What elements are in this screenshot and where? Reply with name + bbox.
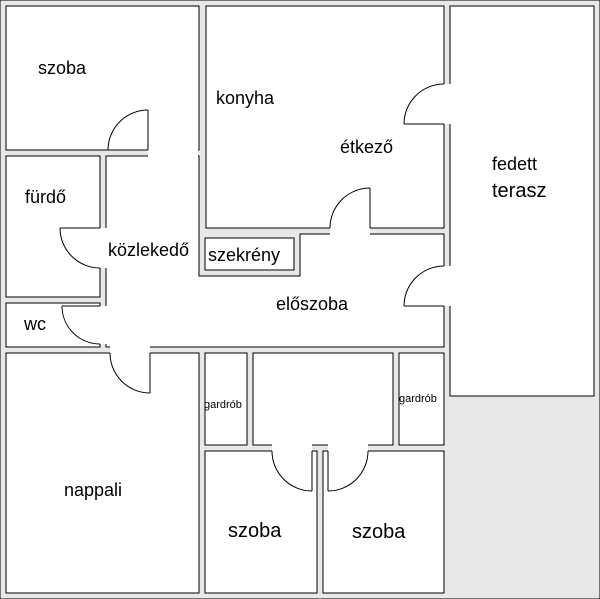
opening-szoba-right bbox=[328, 444, 368, 452]
door-openings bbox=[99, 84, 451, 452]
opening-wc bbox=[99, 306, 107, 344]
label-furdo: fürdő bbox=[25, 187, 66, 207]
room-szoba-bottom-right bbox=[322, 450, 445, 594]
room-nappali bbox=[5, 352, 200, 594]
door-szoba-bottom-right bbox=[327, 450, 369, 492]
room-szoba-bottom-mid bbox=[204, 450, 318, 594]
room-gardrob-right bbox=[398, 352, 445, 446]
room-gardrob-left bbox=[204, 352, 248, 446]
label-terasz: terasz bbox=[492, 180, 546, 202]
label-kozlekedo: közlekedő bbox=[108, 240, 189, 260]
label-fedett: fedett bbox=[492, 154, 537, 174]
door-szoba-bottom-mid bbox=[271, 450, 313, 492]
opening-eloszoba-terasz bbox=[443, 266, 451, 306]
label-gardrob-right: gardrób bbox=[399, 393, 437, 405]
label-szoba-bottom-mid: szoba bbox=[228, 520, 282, 542]
label-szoba-bottom-right: szoba bbox=[352, 521, 406, 543]
room-szekreny bbox=[204, 237, 295, 271]
room-labels: szoba konyha étkező fedett terasz fürdő … bbox=[23, 58, 546, 543]
label-etkezo: étkező bbox=[340, 137, 393, 157]
door-furdo bbox=[59, 227, 101, 269]
label-konyha: konyha bbox=[216, 88, 275, 108]
opening-furdo bbox=[99, 228, 107, 268]
door-nappali bbox=[109, 352, 151, 394]
label-szoba-top-left: szoba bbox=[38, 58, 87, 78]
opening-etkezo bbox=[330, 227, 370, 235]
door-wc bbox=[61, 305, 101, 345]
label-nappali: nappali bbox=[64, 480, 122, 500]
door-eloszoba-terasz bbox=[403, 265, 445, 307]
room-konyha bbox=[205, 5, 445, 229]
label-eloszoba: előszoba bbox=[276, 294, 349, 314]
door-szoba-top-left bbox=[107, 109, 149, 151]
opening-szoba-mid bbox=[272, 444, 312, 452]
room-terasz bbox=[449, 5, 595, 397]
room-corridor bbox=[105, 155, 445, 348]
opening-szoba-top bbox=[148, 149, 198, 157]
label-szekreny: szekrény bbox=[208, 245, 280, 265]
room-wc bbox=[5, 302, 101, 348]
label-gardrob-left: gardrób bbox=[204, 399, 242, 411]
label-wc: wc bbox=[23, 314, 46, 334]
opening-nappali bbox=[110, 346, 150, 354]
room-szoba-top-left bbox=[5, 5, 200, 151]
door-konyha-terasz bbox=[403, 83, 445, 125]
door-etkezo bbox=[329, 187, 371, 229]
doors bbox=[59, 83, 445, 492]
room-furdo bbox=[5, 155, 101, 298]
room-hall-center bbox=[252, 352, 394, 446]
opening-konyha-terasz bbox=[443, 84, 451, 124]
